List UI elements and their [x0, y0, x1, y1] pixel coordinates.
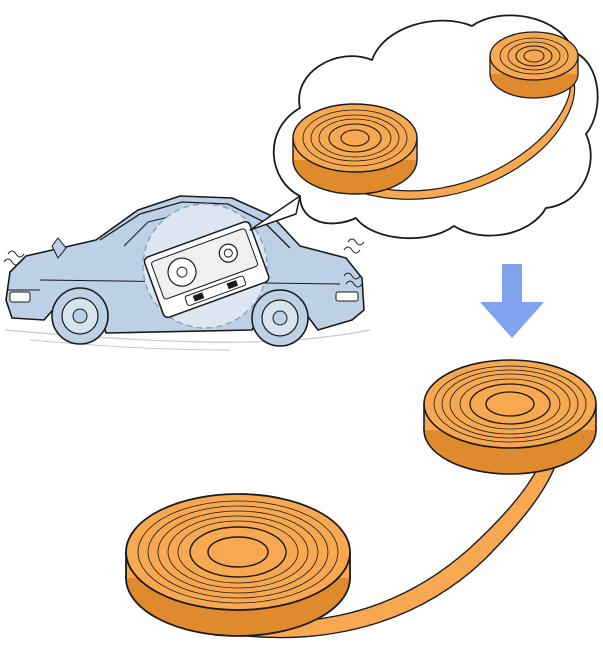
front-wheel: [52, 288, 108, 344]
rear-wheel: [252, 290, 308, 346]
arrow-down-icon: [480, 264, 544, 338]
tape-reel-icon: [126, 360, 596, 638]
